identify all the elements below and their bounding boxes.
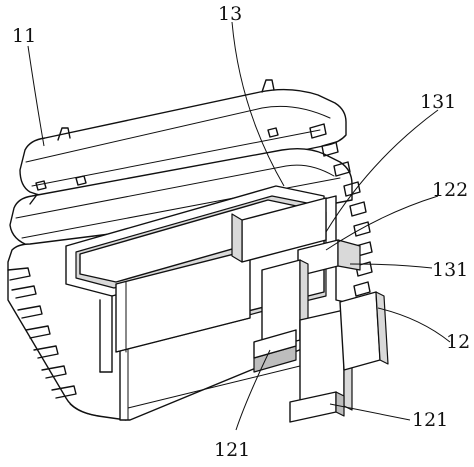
window-opening <box>115 249 251 353</box>
right-comb-teeth <box>309 123 373 297</box>
top-flange <box>19 79 347 199</box>
label-121-left: 121 <box>214 439 250 461</box>
label-12: 12 <box>446 331 470 353</box>
pin-block-far-right <box>339 291 389 371</box>
reference-labels: 11 13 131 122 131 12 121 121 <box>12 3 470 461</box>
leader-lines <box>27 21 451 431</box>
label-121-right: 121 <box>412 409 448 431</box>
label-131-top: 131 <box>420 91 456 113</box>
label-11: 11 <box>12 25 36 47</box>
label-13: 13 <box>218 3 242 25</box>
label-131-bottom: 131 <box>432 259 468 281</box>
label-122: 122 <box>432 179 468 201</box>
